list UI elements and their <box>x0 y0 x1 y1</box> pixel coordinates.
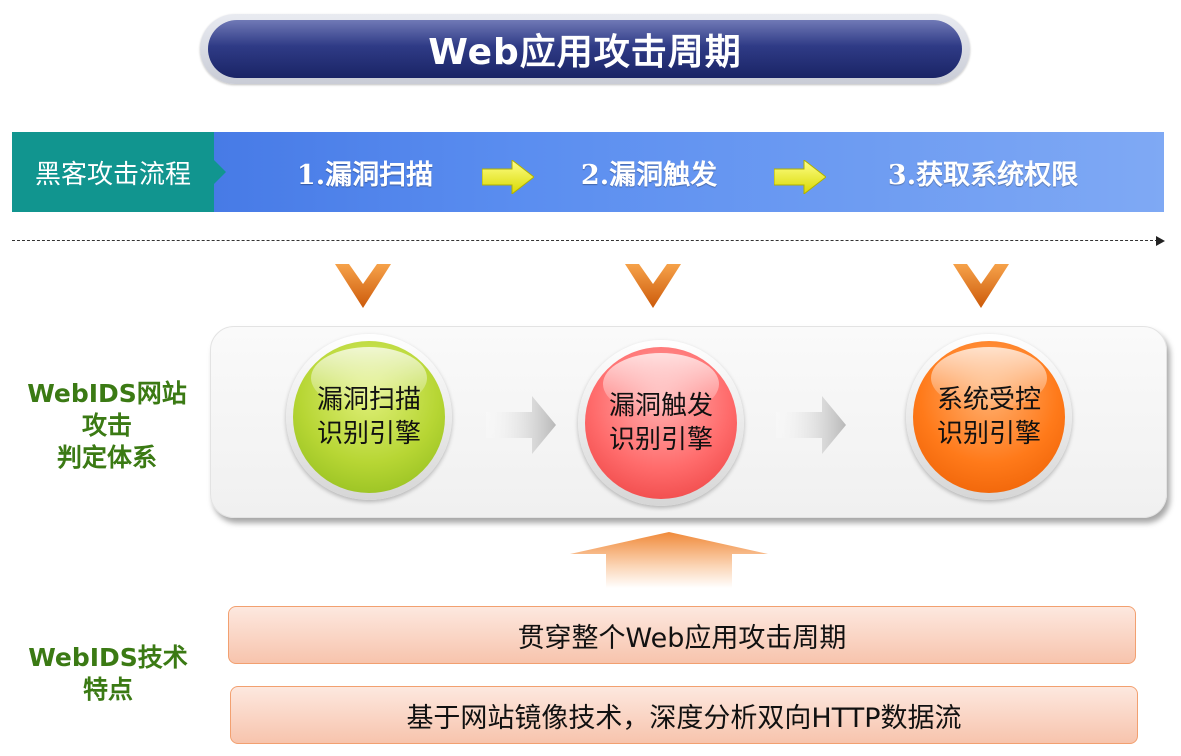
step-2: 2.漏洞触发 <box>580 159 718 191</box>
trigger-engine-circle: 漏洞触发 识别引擎 <box>585 347 737 499</box>
engine-label: 识别引擎 <box>608 425 713 455</box>
scan-engine-circle: 漏洞扫描 识别引擎 <box>293 341 445 493</box>
engine-system-label: WebIDS网站 攻击 判定体系 <box>22 378 192 474</box>
control-engine-node: 系统受控 识别引擎 <box>906 334 1072 500</box>
page-title: Web应用攻击周期 <box>428 32 742 73</box>
engine-label: 漏洞扫描 <box>316 385 421 415</box>
timeline-dashed-line <box>12 240 1158 241</box>
process-label-box <box>12 132 214 212</box>
scan-engine-node: 漏洞扫描 识别引擎 <box>286 334 452 500</box>
engine-label: 识别引擎 <box>316 419 421 449</box>
up-arrow-icon <box>570 532 768 588</box>
engine-system-label-line: WebIDS网站 <box>27 379 187 408</box>
features-title-line: 特点 <box>82 675 133 704</box>
title-banner: Web应用攻击周期 <box>200 14 970 84</box>
process-label: 黑客攻击流程 <box>34 159 191 190</box>
title-banner-inner: Web应用攻击周期 <box>208 20 962 78</box>
chevron-down-icon <box>625 264 681 308</box>
control-engine-circle: 系统受控 识别引擎 <box>913 341 1065 493</box>
feature-item: 基于网站镜像技术，深度分析双向HTTP数据流 <box>230 686 1138 744</box>
grey-arrow-icon <box>776 396 846 454</box>
engine-system-label-line: 判定体系 <box>56 443 157 472</box>
chevron-down-icon <box>953 264 1009 308</box>
engine-label: 漏洞触发 <box>608 391 713 421</box>
trigger-engine-node: 漏洞触发 识别引擎 <box>578 340 744 506</box>
yellow-arrow-icon <box>482 160 534 194</box>
step-1: 1.漏洞扫描 <box>296 159 434 191</box>
engine-label: 系统受控 <box>936 385 1041 415</box>
timeline-arrowhead-icon <box>1156 236 1165 246</box>
feature-item: 贯穿整个Web应用攻击周期 <box>228 606 1136 664</box>
process-label-pointer <box>214 160 226 184</box>
yellow-arrow-icon <box>774 160 826 194</box>
step-3: 3.获取系统权限 <box>887 159 1079 191</box>
features-title: WebIDS技术 特点 <box>20 642 196 706</box>
engine-label: 识别引擎 <box>936 419 1041 449</box>
chevron-down-icon <box>335 264 391 308</box>
grey-arrow-icon <box>486 396 556 454</box>
engine-system-label-line: 攻击 <box>81 411 132 440</box>
features-title-line: WebIDS技术 <box>28 643 188 672</box>
